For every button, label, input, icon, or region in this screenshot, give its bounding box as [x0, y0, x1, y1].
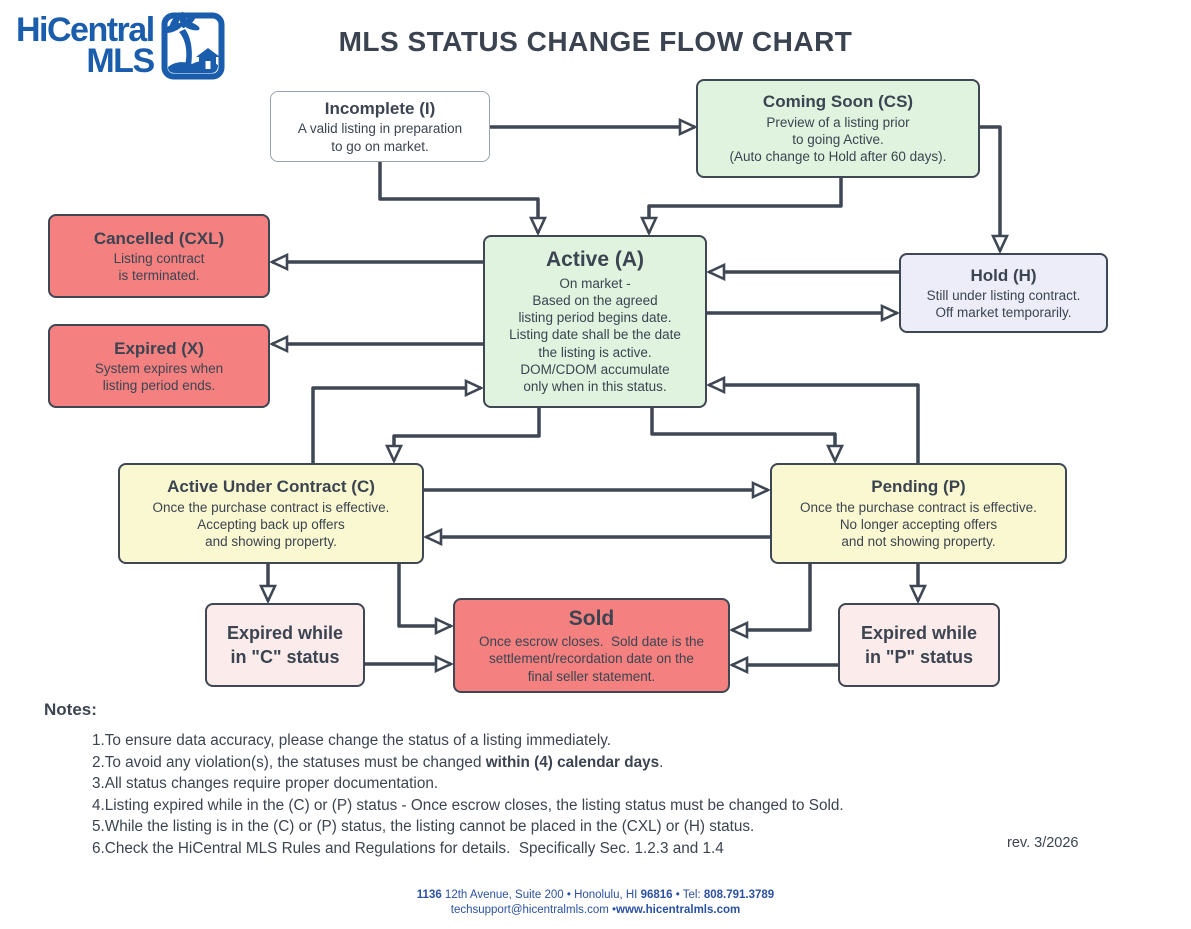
node-title: Coming Soon (CS) [762, 92, 914, 112]
footer-address: 1136 12th Avenue, Suite 200 • Honolulu, … [416, 889, 775, 901]
revision-label: rev. 3/2026 [1007, 835, 1079, 851]
node-body: Preview of a listing prior to going Acti… [729, 114, 947, 165]
footer: 1136 12th Avenue, Suite 200 • Honolulu, … [0, 888, 1191, 918]
node-title: Cancelled (CXL) [93, 228, 225, 248]
note-item: Listing expired while in the (C) or (P) … [104, 796, 844, 814]
node-body: Listing contract is terminated. [113, 250, 205, 284]
node-title: Sold [568, 606, 615, 630]
hicentral-logo: HiCentral MLS [16, 12, 225, 80]
node-sold: Sold Once escrow closes. Sold date is th… [453, 598, 730, 693]
node-title: Active (A) [545, 248, 645, 272]
node-body: On market - Based on the agreed listing … [509, 275, 681, 395]
footer-email: techsupport@hicentralmls.com [450, 904, 609, 916]
node-coming-soon: Coming Soon (CS) Preview of a listing pr… [696, 79, 980, 178]
node-title: Pending (P) [871, 477, 966, 497]
node-cancelled: Cancelled (CXL) Listing contract is term… [48, 214, 270, 298]
notes-heading: Notes: [44, 700, 97, 719]
node-active: Active (A) On market - Based on the agre… [483, 235, 707, 408]
node-expired: Expired (X) System expires when listing … [48, 324, 270, 408]
node-incomplete: Incomplete (I) A valid listing in prepar… [270, 91, 490, 162]
connector-under-contract-to-active [311, 388, 481, 463]
connector-pending-to-sold [732, 564, 812, 630]
note-item: Check the HiCentral MLS Rules and Regula… [104, 839, 724, 857]
node-title: Hold (H) [970, 265, 1037, 285]
node-title: Expired while in "P" status [860, 622, 978, 667]
node-title: Expired (X) [114, 338, 204, 358]
connector-active-to-pending [650, 408, 835, 461]
node-body: Still under listing contract. Off market… [926, 287, 1081, 321]
node-body: Once the purchase contract is effective.… [800, 499, 1037, 550]
node-pending: Pending (P) Once the purchase contract i… [770, 463, 1067, 564]
footer-contact: techsupport@hicentralmls.com •www.hicent… [450, 904, 741, 916]
node-under-contract: Active Under Contract (C) Once the purch… [118, 463, 424, 564]
connector-coming-soon-to-hold [980, 125, 1000, 251]
node-body: Once the purchase contract is effective.… [152, 499, 390, 550]
node-expired-p: Expired while in "P" status [838, 603, 1000, 687]
logo-line1: HiCentral [16, 11, 155, 50]
palm-tree-house-icon [161, 12, 225, 80]
logo-wordmark: HiCentral MLS [16, 11, 155, 80]
footer-website: www.hicentralmls.com [616, 904, 741, 916]
node-title: Active Under Contract (C) [167, 477, 375, 497]
node-body: A valid listing in preparation to go on … [297, 121, 463, 154]
note-item: All status changes require proper docume… [104, 775, 439, 792]
notes-list: To ensure data accuracy, please change t… [92, 730, 1092, 859]
connector-incomplete-to-active [378, 162, 538, 233]
connector-under-contract-to-sold [397, 564, 451, 626]
page-title: MLS STATUS CHANGE FLOW CHART [338, 26, 853, 57]
node-hold: Hold (H) Still under listing contract. O… [899, 253, 1108, 333]
note-item: To ensure data accuracy, please change t… [104, 732, 611, 749]
note-item: While the listing is in the (C) or (P) s… [104, 818, 755, 835]
node-title: Incomplete (I) [324, 99, 436, 119]
node-title: Expired while in "C" status [226, 622, 344, 667]
connector-active-to-under-contract [394, 408, 541, 461]
note-item: To avoid any violation(s), the statuses … [104, 753, 664, 771]
connector-pending-to-active [709, 385, 920, 463]
node-body: Once escrow closes. Sold date is the set… [478, 634, 705, 684]
logo-line2: MLS [86, 42, 155, 80]
node-body: System expires when listing period ends. [94, 360, 224, 394]
connector-coming-soon-to-active [649, 178, 843, 233]
node-expired-c: Expired while in "C" status [205, 603, 365, 687]
